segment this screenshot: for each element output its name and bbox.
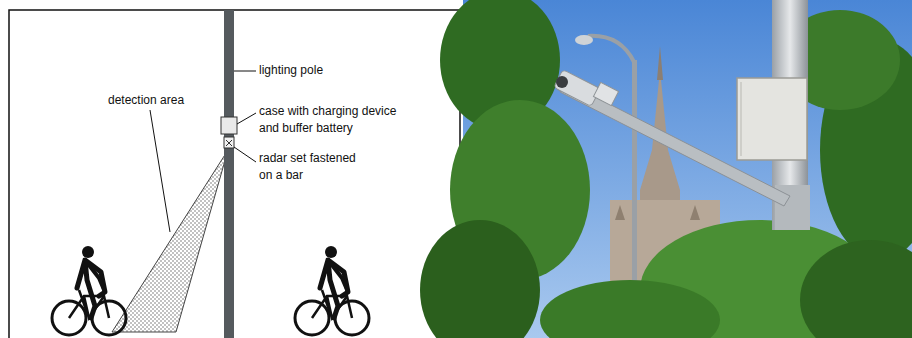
leader-line: [234, 71, 256, 72]
photo: [420, 0, 912, 338]
charging-case: [221, 117, 237, 134]
callout-label: radar set fastened on a bar: [259, 150, 364, 184]
leader-line: [237, 113, 256, 124]
radar-set: [224, 137, 234, 148]
leader-line: [234, 147, 256, 162]
cyclist-symbol: [52, 246, 126, 335]
lighting-pole: [224, 10, 234, 338]
panel-frame: [9, 10, 460, 338]
radar-mark: [226, 140, 232, 146]
detection-cone: [112, 150, 228, 332]
callout-label: lighting pole: [259, 62, 409, 79]
callout-label: detection area: [108, 92, 228, 109]
leader-line: [150, 110, 170, 232]
callout-label: case with charging device and buffer bat…: [259, 103, 407, 137]
cyclist-symbol: [295, 246, 369, 335]
